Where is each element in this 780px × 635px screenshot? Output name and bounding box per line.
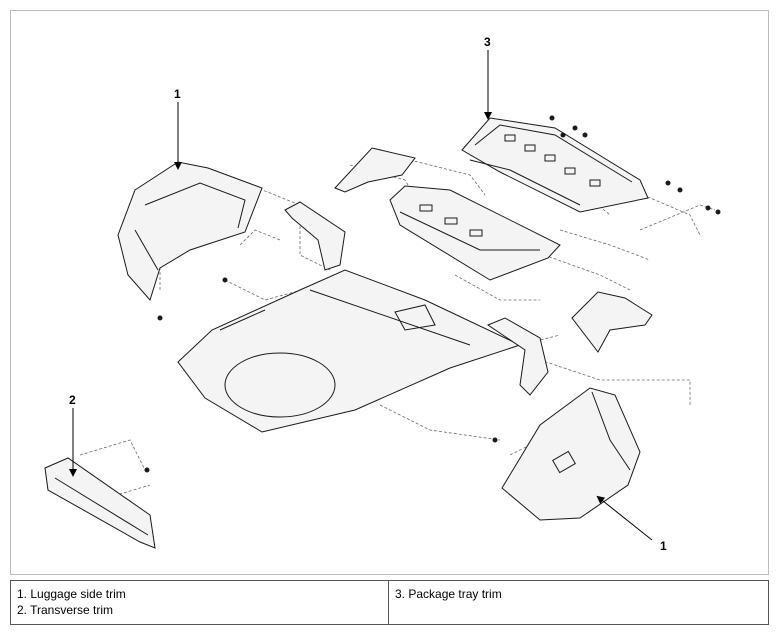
loose-screws [144, 277, 498, 473]
luggage-side-trim-right [501, 387, 641, 521]
legend-item-package-tray-trim: 3. Package tray trim [395, 587, 502, 601]
legend-item-luggage-side-trim: 1. Luggage side trim [17, 587, 126, 601]
callout-2: 2 [69, 393, 76, 407]
callout-3: 3 [484, 35, 491, 49]
right-bracket [486, 291, 653, 396]
transverse-trim [44, 457, 156, 549]
luggage-side-trim-left [117, 161, 263, 301]
legend-table: 1. Luggage side trim 2. Transverse trim … [10, 580, 769, 625]
legend-right-cell: 3. Package tray trim [389, 581, 768, 624]
legend-item-transverse-trim: 2. Transverse trim [17, 603, 114, 617]
figure-frame [10, 10, 769, 575]
callout-arrows [69, 50, 653, 541]
callout-1-right: 1 [660, 539, 667, 553]
package-tray-trim [461, 117, 649, 213]
upper-bracket [334, 147, 561, 281]
exploded-diagram [44, 50, 721, 549]
callout-1-left: 1 [174, 87, 181, 101]
tray-bolts [549, 115, 721, 215]
legend-left-cell: 1. Luggage side trim 2. Transverse trim [11, 581, 389, 624]
luggage-floor-trim [177, 269, 522, 433]
left-bracket [284, 201, 346, 271]
